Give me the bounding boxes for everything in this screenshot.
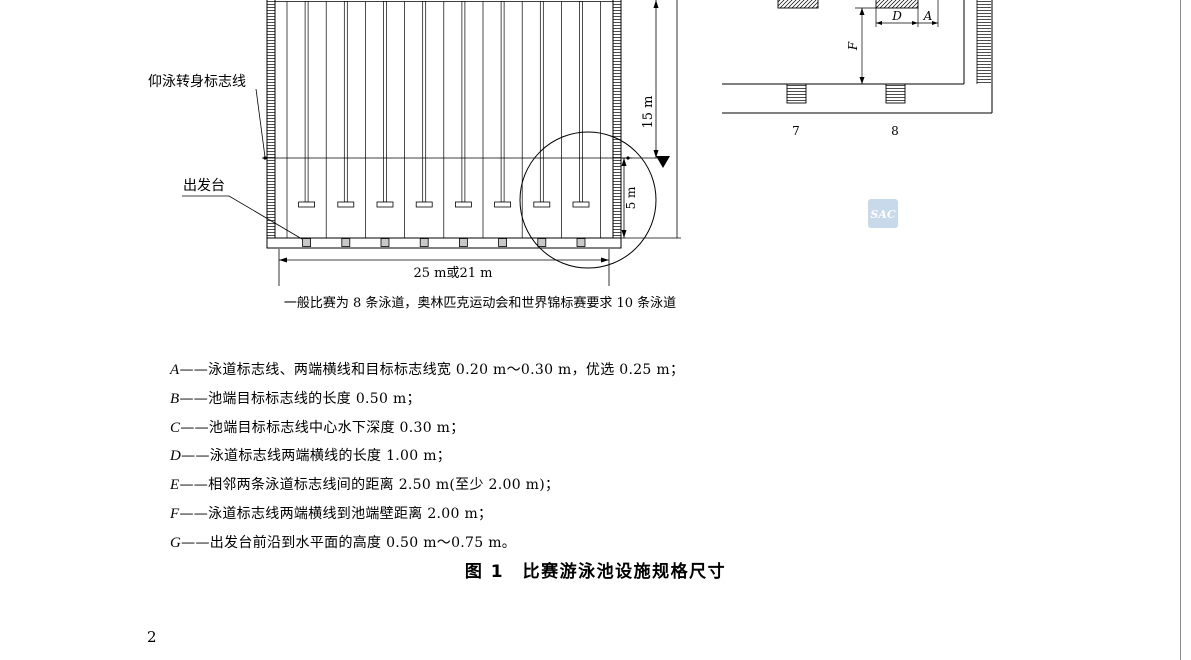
legend-text: ——相邻两条泳道标志线间的距离 2.50 m(至少 2.00 m)； [179,477,560,493]
starting-block [419,238,429,247]
flag-line-end-dot [263,156,267,160]
lane-number-7: 7 [792,124,800,138]
legend-key: E [170,477,180,493]
lane-target-t-end [298,201,316,208]
page-edge-line [1180,0,1181,660]
legend-text: ——出发台前沿到水平面的高度 0.50 m～0.75 m。 [181,535,517,551]
starting-block [498,238,508,247]
legend-item-d: D——泳道标志线两端横线的长度 1.00 m； [170,447,451,465]
legend-text: ——池端目标标志线的长度 0.50 m； [179,391,421,407]
lane-target-t-end [494,201,512,208]
legend-key: C [170,420,181,436]
pool-left-wall [266,0,276,249]
detail-callout-circle [519,131,657,269]
dimension-f: F [846,7,876,84]
dimension-d-a: D A [875,0,939,27]
legend-item-f: F——泳道标志线两端横线到池端壁距离 2.00 m； [170,505,492,523]
legend-text: ——泳道标志线、两端横线和目标标志线宽 0.20 m～0.30 m，优选 0.2… [179,362,685,378]
lane-target-line [304,1,309,203]
legend-key: G [170,535,182,551]
sac-watermark-logo: SAC [868,199,898,228]
legend-item-g: G——出发台前沿到水平面的高度 0.50 m～0.75 m。 [170,534,516,552]
dimension-15m: 15 m [622,0,662,159]
lane-target-line [422,1,427,203]
legend-text: ——泳道标志线两端横线到池端壁距离 2.00 m； [179,506,493,522]
starting-block [380,238,390,247]
lane-target-t-end [337,201,355,208]
starting-block [576,238,586,247]
dimension-5m-label: 5 m [624,186,638,209]
page-number: 2 [147,628,157,646]
starting-block [537,238,547,247]
dimension-15m-label: 15 m [641,95,656,128]
lane-target-t-end [533,201,551,208]
dimension-length: 25 m或21 m [278,249,610,286]
legend-item-a: A——泳道标志线、两端横线和目标标志线宽 0.20 m～0.30 m，优选 0.… [170,361,684,379]
legend-key: A [170,362,180,378]
lane-target-line [539,1,544,203]
dimension-d-label: D [891,9,902,23]
legend-item-c: C——池端目标标志线中心水下深度 0.30 m； [170,419,465,437]
starting-block [341,238,351,247]
start-block-label: 出发台 [183,178,225,194]
lane-target-line [500,1,505,203]
target-line-end-7 [777,0,819,9]
pool-plan: 仰泳转身标志线 出发台 15 m 5 m [148,0,681,311]
lane-number-8: 8 [891,124,899,138]
lane-target-t-end [376,201,394,208]
dimension-length-label: 25 m或21 m [413,266,492,281]
legend-item-e: E——相邻两条泳道标志线间的距离 2.50 m(至少 2.00 m)； [170,476,559,494]
legend-key: F [170,506,180,522]
legend-item-b: B——池端目标标志线的长度 0.50 m； [170,390,421,408]
water-level-triangle-icon [656,156,670,168]
legend-key: D [170,448,182,464]
start-block-leader [182,195,303,240]
starting-block-7 [786,83,807,104]
lane-target-t-end [572,201,590,208]
dimension-f-label: F [846,41,860,51]
dimension-a-label: A [923,9,933,23]
detail-section: D A F 7 8 [722,0,993,138]
backstroke-label-leader [255,88,266,158]
lane-target-line [461,1,466,203]
lane-markings [286,1,601,247]
backstroke-flag-label: 仰泳转身标志线 [148,74,246,90]
pool-right-wall [612,0,622,249]
detail-wall-hatch [977,0,991,84]
lane-count-note: 一般比赛为 8 条泳道，奥林匹克运动会和世界锦标赛要求 10 条泳道 [284,295,676,311]
starting-block-8 [885,83,906,104]
starting-block [302,238,312,247]
legend-text: ——泳道标志线两端横线的长度 1.00 m； [181,448,452,464]
sac-watermark-text: SAC [870,208,895,221]
pool-end-wall [266,237,622,249]
starting-block [458,238,468,247]
lane-target-line [383,1,387,203]
figure-title: 图 1 比赛游泳池设施规格尺寸 [464,562,727,582]
legend-text: ——池端目标标志线中心水下深度 0.30 m； [180,420,465,436]
dimension-5m: 5 m [621,158,638,238]
lane-target-t-end [454,201,472,208]
lane-target-line [579,1,583,203]
legend-key: B [170,391,180,407]
lane-target-t-end [415,201,433,208]
lane-target-line [343,1,348,203]
target-line-end-8 [875,0,919,9]
pool-diagram: 仰泳转身标志线 出发台 15 m 5 m [148,0,993,311]
